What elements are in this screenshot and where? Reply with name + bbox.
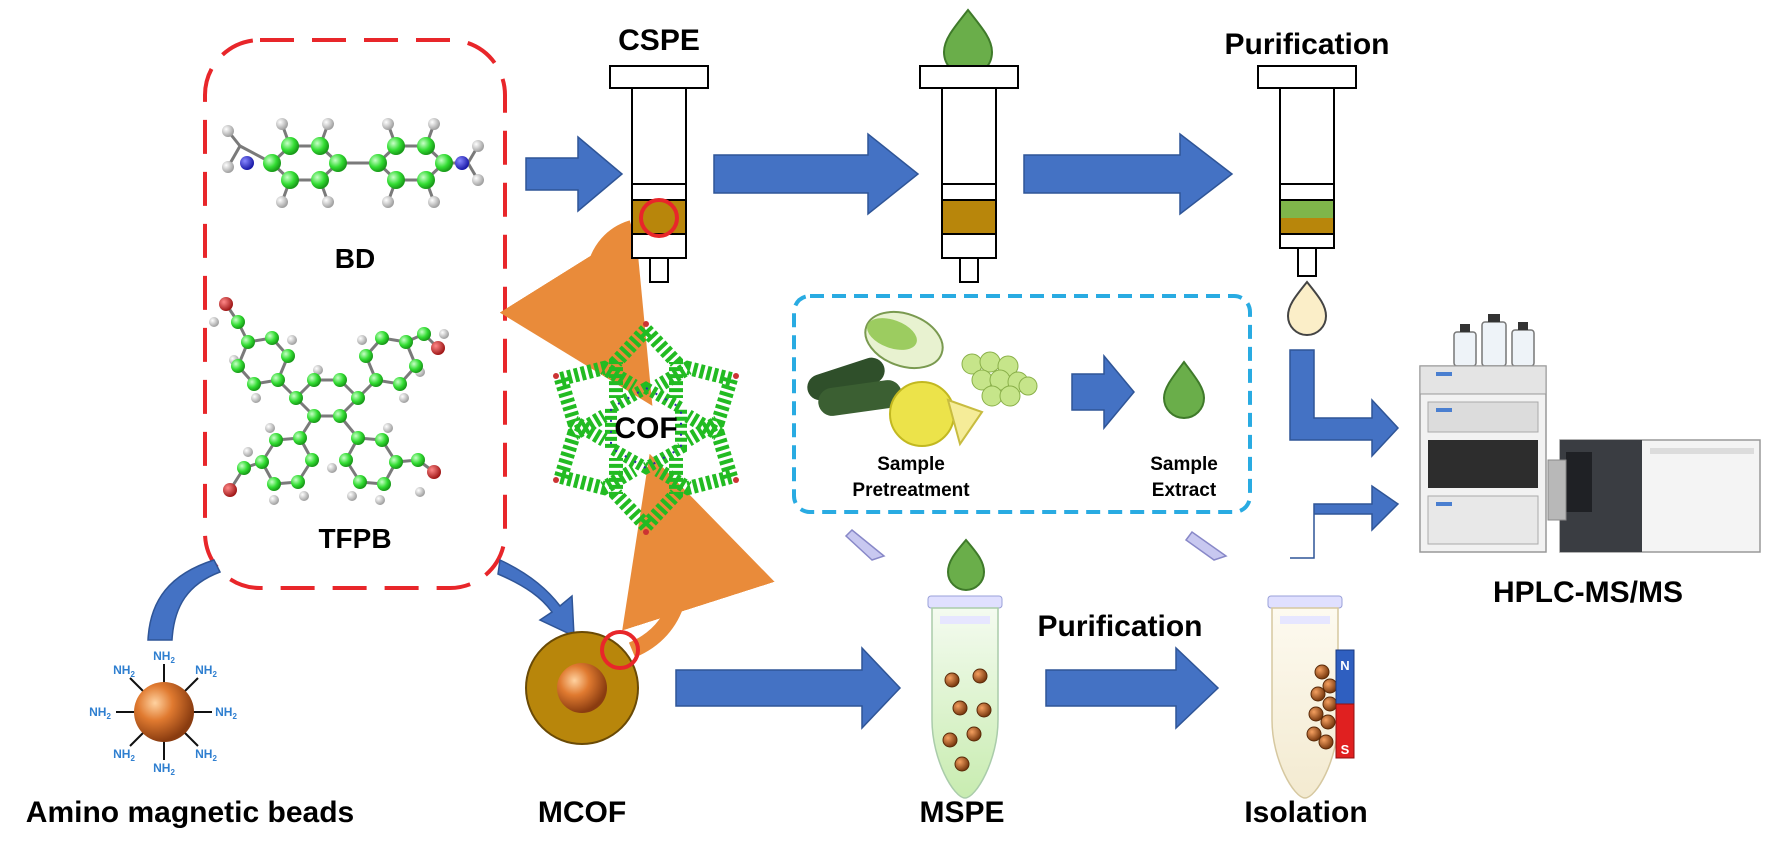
sample-box [792, 294, 1252, 514]
amino-beads-label: Amino magnetic beads [26, 796, 354, 829]
purification-top-label: Purification [1224, 28, 1389, 61]
eluate-droplet-icon [1286, 280, 1328, 336]
droplet-icon [946, 538, 986, 591]
vegetables-icon [807, 310, 1038, 447]
sample-pretreatment-line1: Sample [877, 454, 945, 475]
sample-extract-line1: Sample [1150, 454, 1218, 475]
benzidine-molecule-icon [222, 118, 484, 208]
arrow-pretreatment-to-extract [1071, 353, 1135, 431]
arrow-beads-to-box [147, 559, 222, 641]
svg-text:NH2: NH2 [153, 649, 175, 665]
grapes-icon [961, 351, 1038, 407]
cof-framework-icon [553, 321, 739, 535]
nh2-subscript: 2 [130, 670, 135, 679]
svg-text:NH2: NH2 [195, 747, 217, 763]
arrow-mcof-to-mspe [675, 646, 902, 730]
nh2-label: NH [153, 649, 170, 663]
precursor-box [203, 38, 507, 590]
arrow-cspe-to-cof [499, 220, 653, 406]
centrifuge-tube-icon [1184, 530, 1343, 799]
sample-extract-line2: Extract [1152, 480, 1217, 501]
nh2-label: NH [215, 705, 232, 719]
nh2-label: NH [153, 761, 170, 775]
spe-cartridge-icon [609, 65, 709, 283]
nh2-subscript: 2 [170, 768, 175, 777]
hplc-instrument-icon [1419, 314, 1761, 553]
sample-extract-droplet-icon [1162, 360, 1206, 419]
arrow-mspe-to-isolation [1045, 646, 1220, 730]
nh2-label: NH [113, 663, 130, 677]
arrow-to-cspe [525, 135, 624, 213]
arrow-cspe-to-load [713, 132, 920, 216]
nh2-subscript: 2 [170, 656, 175, 665]
nh2-subscript: 2 [212, 670, 217, 679]
mspe-label: MSPE [919, 796, 1004, 829]
arrow-load-to-purification [1023, 132, 1234, 216]
centrifuge-tube-icon [844, 528, 1003, 799]
bd-label: BD [335, 243, 375, 274]
arrow-box-to-mcof [497, 558, 575, 638]
nh2-label: NH [89, 705, 106, 719]
hplc-label: HPLC-MS/MS [1493, 576, 1683, 609]
sample-pretreatment-line2: Pretreatment [852, 480, 970, 501]
isolation-label: Isolation [1244, 796, 1367, 829]
amine-groups: NH2 NH2 NH2 NH2 NH2 NH2 NH2 NH2 [89, 649, 237, 777]
mcof-label: MCOF [538, 796, 626, 829]
svg-text:NH2: NH2 [113, 663, 135, 679]
svg-text:NH2: NH2 [215, 705, 237, 721]
svg-text:NH2: NH2 [113, 747, 135, 763]
nh2-subscript: 2 [106, 712, 111, 721]
spe-cartridge-icon [919, 65, 1019, 283]
pomelo-icon [889, 381, 984, 447]
magnet-icon: N S [1335, 649, 1355, 759]
tfpb-label: TFPB [318, 523, 391, 554]
svg-text:NH2: NH2 [195, 663, 217, 679]
magnetic-bead-icon [116, 664, 212, 760]
magnet-s-label: S [1341, 742, 1350, 757]
magnet-n-label: N [1340, 658, 1349, 673]
nh2-label: NH [113, 747, 130, 761]
svg-text:NH2: NH2 [153, 761, 175, 777]
nh2-label: NH [195, 747, 212, 761]
zoom-circle-cspe [639, 198, 679, 238]
cspe-label: CSPE [618, 24, 700, 57]
cucumber-icon [807, 357, 902, 416]
zoom-circle-mcof [600, 630, 640, 670]
nh2-subscript: 2 [212, 754, 217, 763]
cabbage-icon [864, 310, 944, 370]
arrow-purification-to-hplc [1289, 349, 1400, 458]
svg-text:NH2: NH2 [89, 705, 111, 721]
tfpb-molecule-icon [209, 297, 449, 505]
purification-bottom-label: Purification [1037, 610, 1202, 643]
nh2-subscript: 2 [130, 754, 135, 763]
mcof-particle-icon [525, 631, 639, 745]
nh2-label: NH [195, 663, 212, 677]
flow-arrows [147, 132, 1400, 730]
arrow-mcof-to-cof [622, 453, 775, 658]
nh2-subscript: 2 [232, 712, 237, 721]
spe-cartridge-icon [1257, 65, 1357, 277]
cof-label: COF [614, 412, 677, 445]
arrow-isolation-to-hplc [1290, 484, 1400, 559]
